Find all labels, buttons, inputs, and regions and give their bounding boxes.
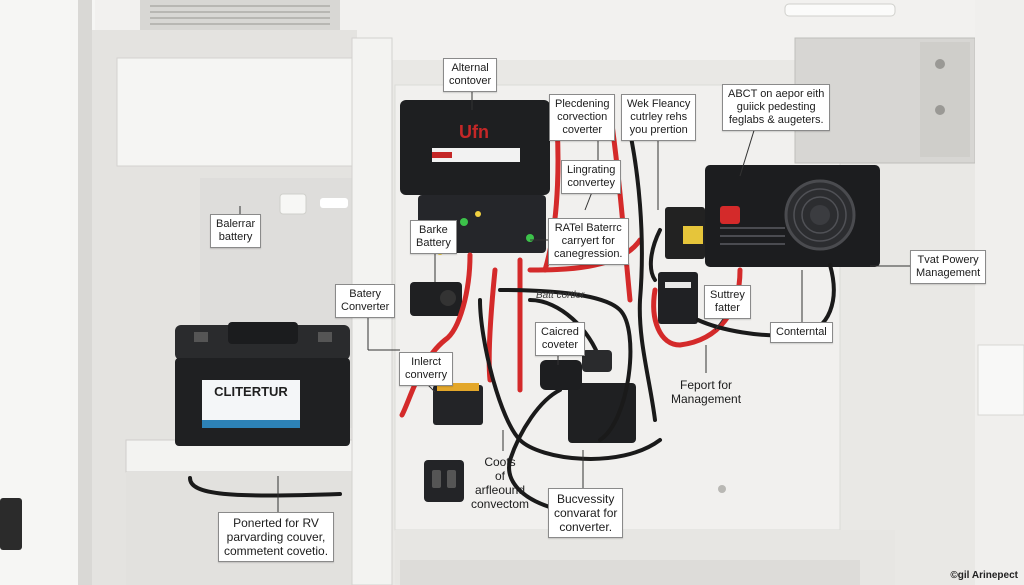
panel-screw: [718, 485, 726, 493]
cabinet-knob-1: [935, 59, 945, 69]
inverter-body: [400, 100, 550, 195]
fan-hub: [810, 205, 830, 225]
wall-switch: [280, 194, 306, 214]
ceiling-vent: [140, 0, 340, 30]
label-barke-battery: Barke Battery: [410, 220, 457, 254]
battery-brand: CLITERTUR: [214, 384, 288, 399]
label-batery-converter: Batery Converter: [335, 284, 395, 318]
label-bucvessity: Bucvessity convarat for converter.: [548, 488, 623, 538]
label-abct-aepor: ABCT on aepor eith guiick pedesting fegl…: [722, 84, 830, 131]
wall-outlet: [424, 460, 464, 502]
door-latch: [0, 498, 22, 550]
relay-label: [665, 282, 691, 288]
label-suttrey-fatter: Suttrey fatter: [704, 285, 751, 319]
inverter-label-red: [432, 152, 452, 158]
label-tvat-powery: Tvat Powery Management: [910, 250, 986, 284]
inverter-logo: Ufn: [459, 122, 489, 142]
label-coots: Coots of arfleound convectom: [466, 452, 534, 514]
label-plecdening: Plecdening corvection coverter: [549, 94, 615, 141]
label-lingrating: Lingrating convertey: [561, 160, 621, 194]
upper-cabinet-box: [117, 58, 353, 166]
fuse-label: [683, 226, 703, 244]
right-wall: [975, 0, 1024, 585]
floor-mat: [400, 560, 860, 585]
label-caicred: Caicred coveter: [535, 322, 585, 356]
cabinet-door-right: [920, 42, 970, 157]
label-inlerct: Inlerct converry: [399, 352, 453, 386]
cabinet-knob-2: [935, 105, 945, 115]
label-balerrar: Balerrar battery: [210, 214, 261, 248]
inverter-indicator-2: [475, 211, 481, 217]
outlet-switch-1: [432, 470, 441, 488]
label-feport: Feport for Management: [666, 375, 746, 409]
watermark: ©gil Arinepect: [950, 570, 1018, 581]
wire-annotation: Batt cortlor: [536, 290, 585, 301]
battery-terminal-pos: [318, 332, 332, 342]
red-switch: [720, 206, 740, 224]
inverter-indicator-3: [526, 234, 534, 242]
outlet-switch-2: [447, 470, 456, 488]
label-ratel-baterrc: RATel Baterrc carryert for canegression.: [548, 218, 629, 265]
ceiling-light: [785, 4, 895, 16]
door-edge: [78, 0, 92, 585]
inverter-indicator-1: [460, 218, 468, 226]
right-shelf: [978, 345, 1024, 415]
breaker-knob: [440, 290, 456, 306]
cabinet-light: [320, 198, 348, 208]
label-ponerted: Ponerted for RV parvarding couver, comme…: [218, 512, 334, 562]
relay-box: [658, 272, 698, 324]
battery-terminal-neg: [194, 332, 208, 342]
battery-handle: [228, 322, 298, 344]
label-alternal-contover: Alternal contover: [443, 58, 497, 92]
label-wek-fleancy: Wek Fleancy cutrley rehs you prertion: [621, 94, 696, 141]
label-conterntal: Conterntal: [770, 322, 833, 343]
battery-sticker-stripe: [202, 420, 300, 428]
battery: CLITERTUR: [175, 322, 350, 446]
